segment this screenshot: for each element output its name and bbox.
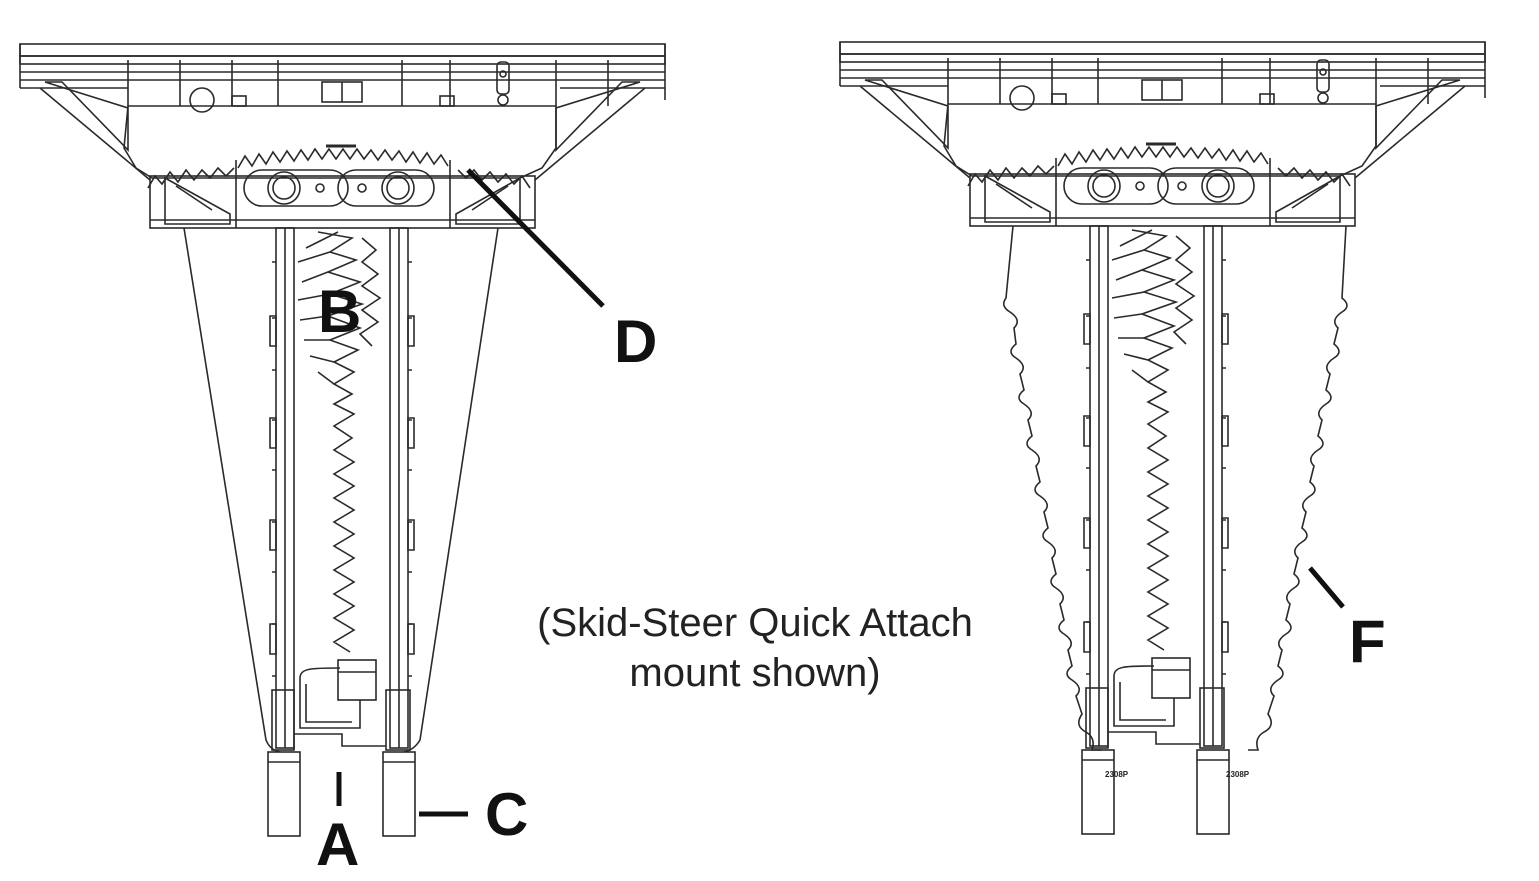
right-center-column xyxy=(1081,225,1230,835)
right-scalloped-body-mirror xyxy=(1248,225,1348,751)
callout-label-b: B xyxy=(318,278,362,345)
right-attachment-figure xyxy=(838,40,1487,835)
figure-caption: (Skid-Steer Quick Attach mount shown) xyxy=(470,598,1040,698)
caption-line-2: mount shown) xyxy=(629,651,881,695)
callout-label-c: C xyxy=(485,781,529,848)
mount-tag-left: 2308P xyxy=(1105,770,1129,779)
left-mount-assembly xyxy=(18,42,667,230)
callout-label-a: A xyxy=(316,811,360,878)
right-mount-assembly xyxy=(838,40,1487,228)
right-scalloped-body xyxy=(1002,225,1102,751)
callout-label-f: F xyxy=(1349,608,1386,675)
left-attachment-figure xyxy=(18,42,667,837)
leader-line-f xyxy=(1308,566,1345,609)
callout-label-d: D xyxy=(614,308,658,375)
leader-line-d xyxy=(466,168,605,308)
mount-tag-right: 2308P xyxy=(1226,770,1250,779)
caption-line-1: (Skid-Steer Quick Attach xyxy=(537,601,973,645)
